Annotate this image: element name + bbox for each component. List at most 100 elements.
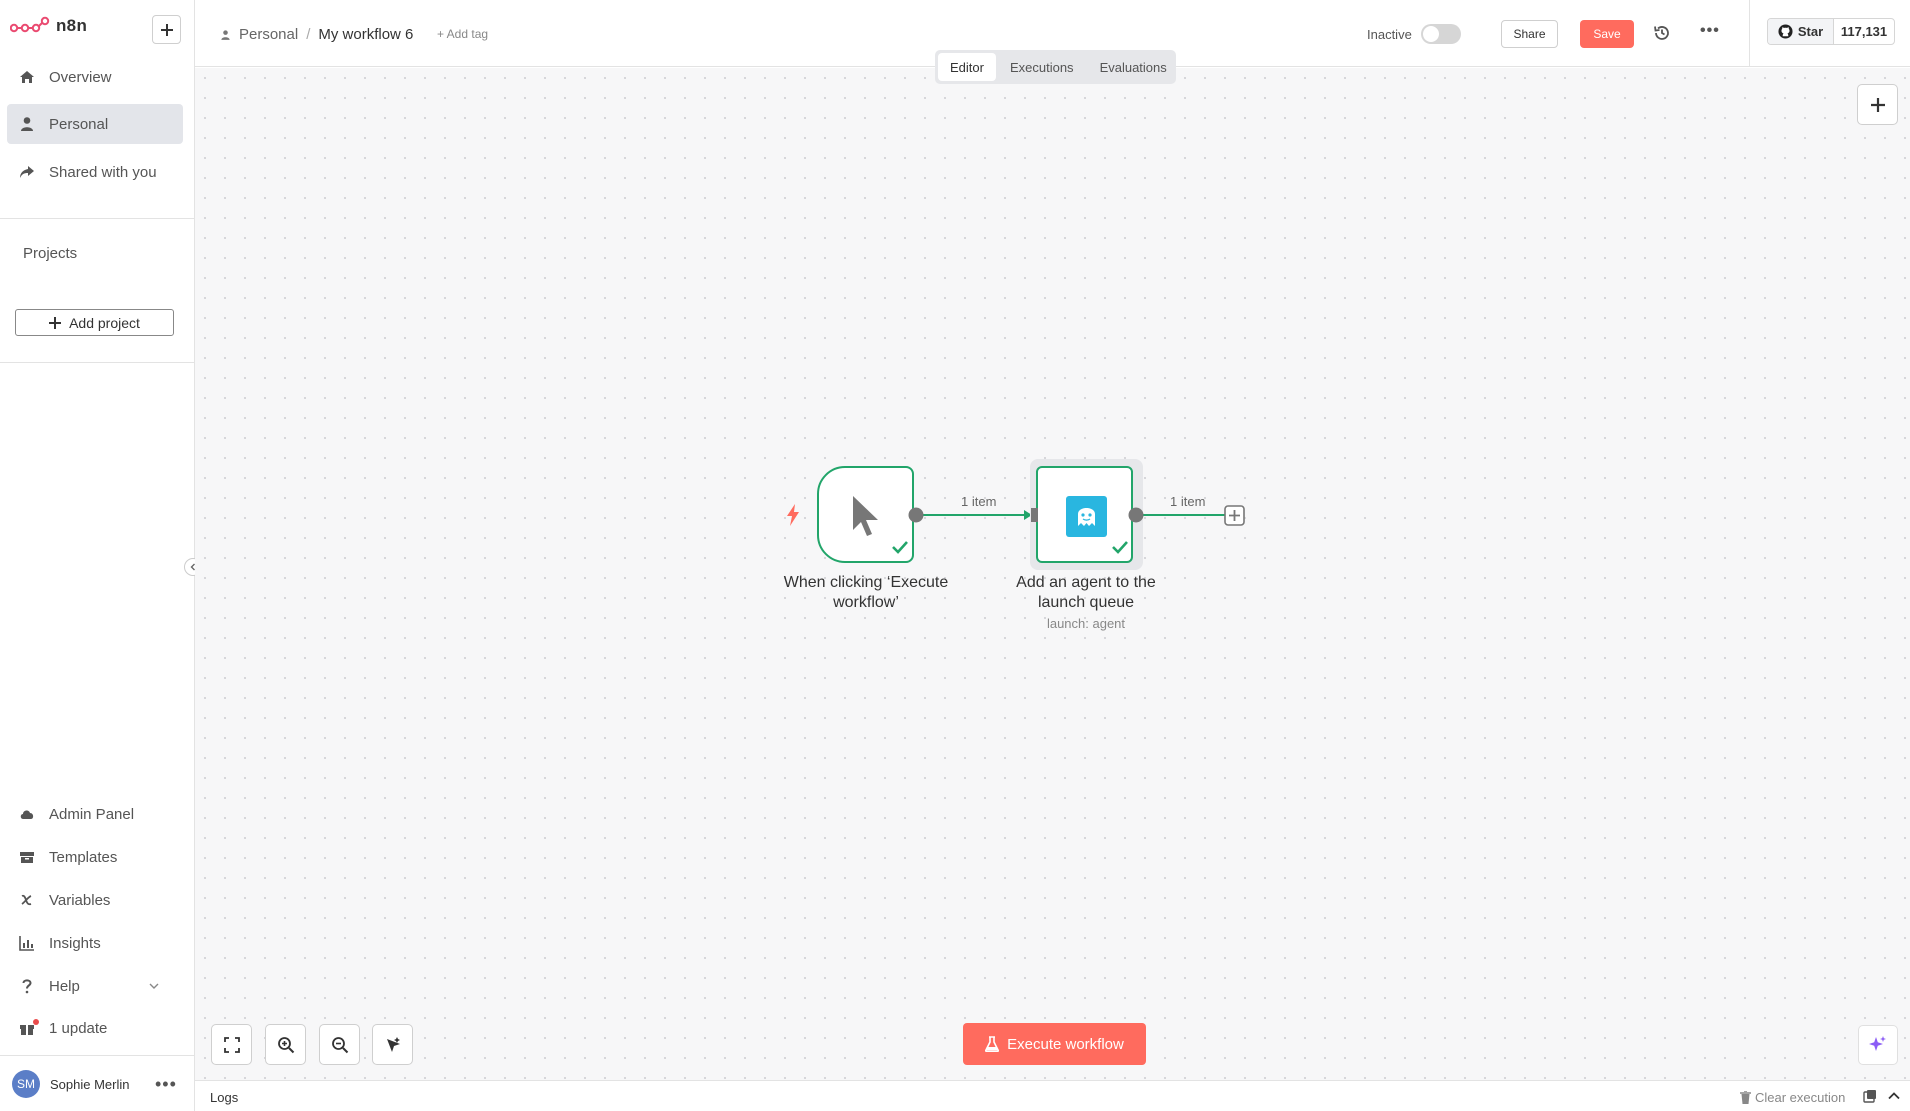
add-project-button[interactable]: Add project (15, 309, 174, 336)
chevron-down-icon (149, 983, 159, 989)
share-button[interactable]: Share (1501, 20, 1558, 48)
plus-icon (1870, 97, 1885, 112)
sidebar-item-label: Shared with you (49, 163, 157, 181)
sidebar-item-variables[interactable]: Variables (7, 880, 183, 920)
clear-execution-label: Clear execution (1755, 1090, 1846, 1105)
github-star-count: 117,131 (1840, 24, 1888, 39)
success-check-icon (1112, 541, 1128, 554)
zoom-in-button[interactable] (265, 1024, 306, 1065)
tab-executions[interactable]: Executions (1009, 59, 1074, 75)
divider (0, 1055, 194, 1056)
workflow-name[interactable]: My workflow 6 (318, 26, 414, 43)
input-handle (1031, 508, 1038, 522)
sidebar-item-updates[interactable]: 1 update (7, 1008, 183, 1048)
execute-workflow-button[interactable]: Execute workflow (963, 1023, 1146, 1065)
popout-icon[interactable] (1863, 1089, 1877, 1103)
user-icon (21, 117, 33, 131)
user-menu-icon[interactable]: ••• (155, 1074, 177, 1094)
breadcrumb-separator: / (306, 26, 311, 43)
sidebar-item-label: Templates (49, 848, 118, 866)
trash-icon (1740, 1091, 1751, 1104)
projects-heading: Projects (23, 245, 78, 262)
n8n-logo-icon (10, 16, 50, 33)
flask-icon (985, 1036, 1000, 1052)
plus-icon (49, 316, 62, 329)
sidebar-item-admin-panel[interactable]: Admin Panel (7, 794, 183, 834)
node-label: Add an agent to the launch queue (1016, 574, 1156, 611)
share-icon (20, 166, 34, 178)
sidebar-item-shared[interactable]: Shared with you (7, 152, 183, 192)
github-star-button[interactable]: Star (1768, 19, 1834, 44)
output-handle[interactable] (908, 507, 924, 523)
clear-execution-button[interactable]: Clear execution (1740, 1090, 1845, 1105)
sidebar-item-personal[interactable]: Personal (7, 104, 183, 144)
connection-arrow (1024, 510, 1032, 520)
divider (1749, 0, 1750, 67)
active-toggle[interactable] (1421, 24, 1461, 44)
edge-item-count: 1 item (1170, 494, 1206, 509)
ghost-agent-icon (1066, 496, 1107, 537)
help-icon (22, 979, 32, 994)
breadcrumb-project[interactable]: Personal (239, 26, 299, 43)
fit-view-icon (223, 1036, 240, 1053)
chart-icon (19, 936, 34, 951)
zoom-out-button[interactable] (319, 1024, 360, 1065)
zoom-out-icon (331, 1036, 348, 1053)
trigger-node[interactable] (817, 466, 914, 563)
logs-panel[interactable]: Logs Clear execution (195, 1080, 1910, 1111)
sidebar-item-insights[interactable]: Insights (7, 923, 183, 963)
user-name: Sophie Merlin (50, 1076, 130, 1092)
sidebar-item-help[interactable]: Help (7, 966, 183, 1006)
add-node-button[interactable] (1857, 84, 1898, 125)
sidebar-item-templates[interactable]: Templates (7, 837, 183, 877)
save-button[interactable]: Save (1580, 20, 1634, 48)
breadcrumb: Personal / My workflow 6 (220, 26, 413, 43)
add-project-label: Add project (69, 314, 140, 331)
edge-item-count: 1 item (961, 494, 997, 509)
sidebar-item-label: Variables (49, 891, 111, 909)
user-profile[interactable]: SM Sophie Merlin (12, 1070, 130, 1098)
sidebar: n8n Overview Personal Shared with you Pr… (0, 0, 202, 1111)
workflow-canvas[interactable] (195, 68, 1910, 1080)
workflow-status-label: Inactive (1367, 27, 1412, 42)
add-next-node-icon[interactable] (1224, 505, 1245, 526)
fit-view-button[interactable] (211, 1024, 252, 1065)
github-star-widget[interactable]: Star 117,131 (1767, 18, 1895, 45)
sidebar-item-label: Admin Panel (49, 805, 135, 823)
sidebar-item-label: Personal (49, 115, 109, 133)
tidy-up-button[interactable] (372, 1024, 413, 1065)
cloud-icon (20, 810, 34, 819)
github-star-label: Star (1797, 24, 1824, 39)
sidebar-item-label: Overview (49, 68, 112, 86)
brand-name: n8n (56, 16, 88, 35)
tidy-up-icon (386, 1036, 400, 1052)
sidebar-item-label: 1 update (49, 1019, 108, 1037)
ai-assistant-button[interactable] (1858, 1025, 1898, 1065)
history-icon[interactable] (1653, 24, 1671, 42)
user-icon (221, 29, 230, 40)
n8n-logo[interactable]: n8n (10, 16, 87, 36)
node-subtitle: launch: agent (1046, 616, 1126, 631)
gift-icon (20, 1025, 34, 1035)
divider (0, 362, 194, 363)
sidebar-item-label: Help (49, 977, 80, 995)
variable-icon (21, 894, 32, 906)
box-icon (20, 852, 34, 863)
home-icon (20, 71, 34, 83)
tab-editor[interactable]: Editor (938, 53, 996, 81)
action-node[interactable] (1036, 466, 1133, 563)
chevron-left-icon (190, 563, 195, 571)
output-handle[interactable] (1128, 507, 1144, 523)
sparkle-icon (1869, 1036, 1886, 1051)
add-tag-link[interactable]: + Add tag (437, 27, 489, 41)
chevron-up-icon[interactable] (1887, 1089, 1901, 1103)
plus-icon (160, 23, 173, 36)
tab-evaluations[interactable]: Evaluations (1099, 59, 1167, 75)
node-label: When clicking ‘Execute workflow’ (783, 574, 949, 611)
more-options-icon[interactable]: ••• (1700, 22, 1720, 39)
trigger-lightning-icon (787, 504, 799, 526)
sidebar-item-overview[interactable]: Overview (7, 57, 183, 97)
view-tabs: Editor Executions Evaluations (935, 50, 1176, 84)
create-new-button[interactable] (152, 15, 181, 44)
logs-label: Logs (210, 1090, 239, 1105)
